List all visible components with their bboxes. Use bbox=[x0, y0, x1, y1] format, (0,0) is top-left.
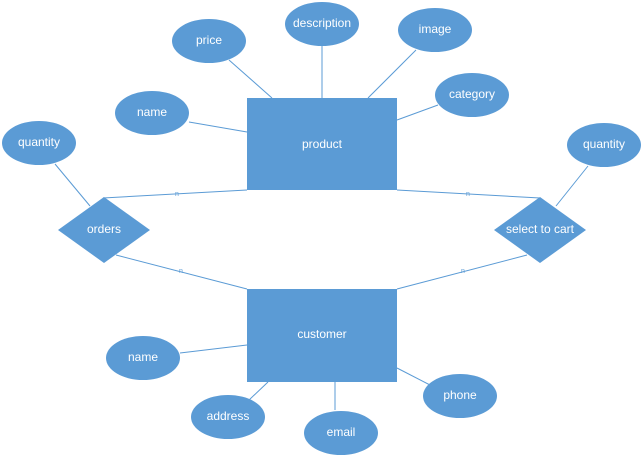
relationship-orders-diamond bbox=[58, 197, 150, 263]
entity-customer-box bbox=[247, 289, 397, 382]
attribute-category-ellipse bbox=[435, 73, 509, 117]
connector-customer-cart bbox=[396, 254, 528, 290]
attribute-description[interactable]: description bbox=[285, 2, 359, 46]
attribute-product-name-ellipse bbox=[115, 91, 189, 135]
cardinality-customer-cart: n bbox=[461, 268, 465, 275]
connector-address bbox=[248, 381, 269, 401]
attribute-category-label: category bbox=[449, 87, 495, 101]
attribute-customer-name[interactable]: name bbox=[106, 336, 180, 380]
connector-orders-quantity bbox=[54, 163, 91, 207]
attribute-image-ellipse bbox=[398, 8, 472, 52]
attribute-orders-quantity[interactable]: quantity bbox=[2, 121, 76, 165]
attribute-product-name[interactable]: name bbox=[115, 91, 189, 135]
entity-product[interactable]: product bbox=[247, 98, 397, 190]
relationship-orders-label: orders bbox=[87, 222, 121, 236]
attribute-customer-name-ellipse bbox=[106, 336, 180, 380]
entity-customer-label: customer bbox=[297, 327, 346, 341]
attribute-address-label: address bbox=[207, 409, 250, 423]
entity-customer[interactable]: customer bbox=[247, 289, 397, 382]
relationship-orders[interactable]: orders bbox=[58, 197, 150, 263]
connector-image bbox=[367, 49, 417, 99]
attribute-category[interactable]: category bbox=[435, 73, 509, 117]
attribute-price-ellipse bbox=[172, 19, 246, 63]
connector-product-orders bbox=[102, 189, 248, 199]
attribute-cart-quantity-label: quantity bbox=[583, 137, 625, 151]
attribute-address-ellipse bbox=[191, 395, 265, 439]
connector-customer-orders bbox=[115, 254, 248, 290]
cardinality-customer-orders: n bbox=[179, 268, 183, 275]
cardinality-product-orders: n bbox=[175, 191, 179, 198]
attribute-orders-quantity-ellipse bbox=[2, 121, 76, 165]
attribute-phone[interactable]: phone bbox=[423, 374, 497, 418]
attribute-image[interactable]: image bbox=[398, 8, 472, 52]
relationship-select-to-cart-label: select to cart bbox=[506, 222, 575, 236]
connector-phone bbox=[396, 367, 431, 386]
attribute-description-label: description bbox=[293, 16, 351, 30]
attribute-email-label: email bbox=[327, 425, 356, 439]
attribute-address[interactable]: address bbox=[191, 395, 265, 439]
attribute-customer-name-label: name bbox=[128, 350, 158, 364]
attribute-phone-label: phone bbox=[443, 388, 477, 402]
cardinality-product-cart: n bbox=[466, 191, 470, 198]
entity-product-box bbox=[247, 98, 397, 190]
relationship-select-to-cart[interactable]: select to cart bbox=[494, 197, 586, 263]
attribute-cart-quantity[interactable]: quantity bbox=[567, 123, 641, 167]
attribute-description-ellipse bbox=[285, 2, 359, 46]
relationship-select-to-cart-diamond bbox=[494, 197, 586, 263]
connector-price bbox=[228, 59, 273, 99]
attribute-email[interactable]: email bbox=[304, 411, 378, 455]
attribute-price-label: price bbox=[196, 33, 222, 47]
connector-product-cart bbox=[396, 189, 541, 199]
connector-product-name bbox=[188, 121, 248, 133]
attribute-phone-ellipse bbox=[423, 374, 497, 418]
attribute-email-ellipse bbox=[304, 411, 378, 455]
attribute-product-name-label: name bbox=[137, 105, 167, 119]
connector-category bbox=[396, 104, 439, 121]
connector-cart-quantity bbox=[555, 165, 589, 207]
attribute-cart-quantity-ellipse bbox=[567, 123, 641, 167]
attribute-orders-quantity-label: quantity bbox=[18, 135, 60, 149]
connector-customer-name bbox=[179, 344, 248, 354]
connectors bbox=[54, 46, 589, 410]
attribute-image-label: image bbox=[419, 22, 452, 36]
entity-product-label: product bbox=[302, 137, 343, 151]
attribute-price[interactable]: price bbox=[172, 19, 246, 63]
